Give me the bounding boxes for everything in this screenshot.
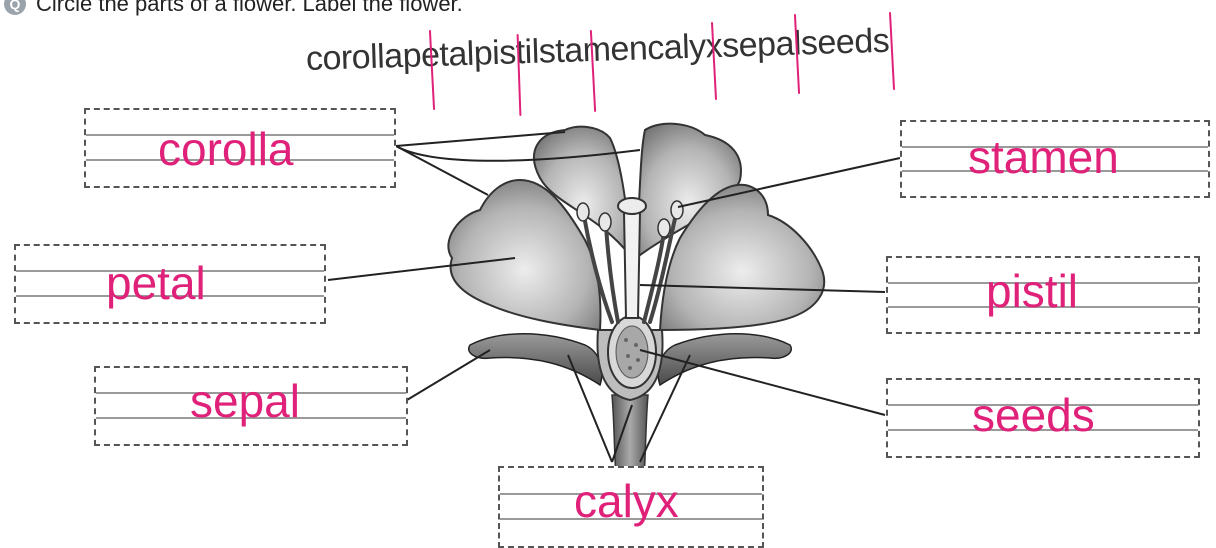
petal-answer: petal (106, 260, 206, 306)
corolla-answer: corolla (158, 126, 294, 172)
pistil-style (624, 212, 640, 318)
left-sepal (469, 334, 602, 385)
stigma-shape (618, 198, 646, 214)
seeds-answer: seeds (972, 392, 1095, 438)
sepal-answer: sepal (190, 378, 300, 424)
stamen-answer: stamen (968, 134, 1119, 180)
pistil-answer: pistil (986, 268, 1078, 314)
calyx-answer: calyx (574, 478, 679, 524)
